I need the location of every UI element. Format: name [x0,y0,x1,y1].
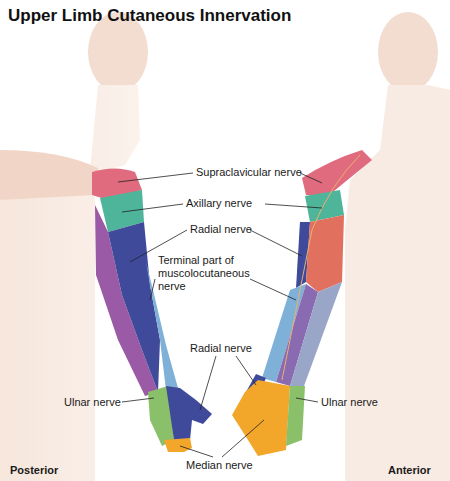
nerve-label: Supraclavicular nerve [196,166,302,179]
nerve-label: Terminal part of muscolocutaneous nerve [158,254,258,293]
leader-lines [118,173,322,457]
posterior-figure [0,12,212,481]
nerve-label: Ulnar nerve [321,396,378,409]
view-label: Anterior [388,464,431,477]
nerve-label: Radial nerve [190,223,252,236]
nerve-label: Ulnar nerve [64,396,121,409]
nerve-label: Radial nerve [190,342,252,355]
nerve-label: Axillary nerve [186,197,252,210]
view-label: Posterior [10,464,58,477]
anterior-figure [232,12,450,481]
title: Upper Limb Cutaneous Innervation [8,6,291,26]
nerve-label: Median nerve [186,459,253,472]
